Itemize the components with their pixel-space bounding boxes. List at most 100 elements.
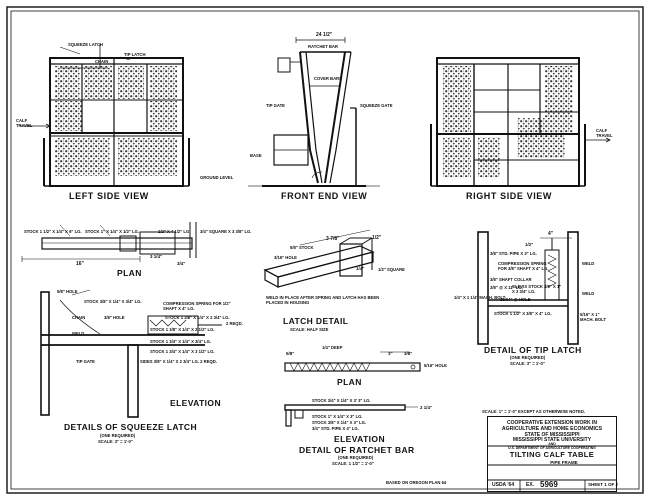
tip-dim-top: 4" (548, 231, 554, 237)
ratchet-stock-1: STOCK 3/4" X 1/4" X 3' 3" LG. (312, 398, 371, 403)
elev-weld: WELD (72, 331, 85, 336)
ground-level-label: GROUND LEVEL (200, 175, 234, 180)
ratchet-stock-3: STOCK 3/8" X 1/4" X 3" LG. (312, 420, 367, 425)
right-side-view-drawing (430, 57, 611, 187)
latch-square: 1/2" SQUARE (378, 267, 405, 272)
plan-square: 3/4" SQUARE X 3 3/8" LG. (200, 229, 252, 234)
tip-collar: 3/8" SHAFT COLLAR (490, 277, 532, 282)
title-block: COOPERATIVE EXTENSION WORK IN AGRICULTUR… (487, 416, 619, 492)
plan-stock-2: STOCK 1" X 1/4" X 1/2" LG. (85, 229, 140, 234)
elev-hole-small: 3/8" HOLE (104, 315, 125, 320)
tip-dim-2: 1/2" (525, 242, 534, 247)
tb-subtitle: PIPE FRAME (550, 460, 578, 465)
ratchet-dim-2: 3" (388, 351, 393, 356)
latch-detail-title: LATCH DETAIL (283, 316, 349, 326)
tb-number: 5969 (540, 480, 558, 489)
ratchet-elevation-drawing (284, 404, 418, 427)
calf-travel-label-left: CALF TRAVEL (16, 118, 33, 129)
left-side-view-title: LEFT SIDE VIEW (69, 191, 149, 201)
squeeze-latch-title: DETAILS OF SQUEEZE LATCH (64, 422, 198, 432)
tip-latch-label: TIP LATCH (124, 52, 146, 57)
latch-dim-1: 3 7/8" (326, 236, 340, 242)
tip-hole: 25/64" @ HOLE (500, 297, 531, 302)
squeeze-gate-label: SQUEEZE GATE (360, 103, 393, 108)
elev-stock-c: STOCK 1 3/8" X 1/4" X 2 1/2" LG. (150, 327, 215, 332)
squeeze-elevation-drawing (40, 289, 222, 418)
ratchet-plan-drawing (284, 351, 421, 372)
tb-usda: USDA '64 (492, 482, 515, 488)
plan-dim-a: 3 1/4" (150, 254, 163, 259)
elev-tip-gate: TIP GATE (76, 359, 95, 364)
front-end-view-drawing (248, 37, 380, 187)
tip-stock: STOCK 1 1/2" X 3/8" X 4" LG. (494, 311, 552, 316)
tb-line-3: STATE OF MISSISSIPPI (524, 432, 580, 438)
plan-stock-3: 1/2" X 4 1/2" LG. (158, 229, 191, 234)
tb-title: TILTING CALF TABLE (509, 450, 595, 459)
tip-gate-label-front: TIP GATE (266, 103, 285, 108)
ratchet-plan-title: PLAN (337, 377, 362, 387)
latch-stock: 5/8" STOCK (290, 245, 314, 250)
squeeze-latch-label: SQUEEZE LATCH (68, 42, 104, 47)
latch-dim-3: 1/4" (356, 266, 365, 271)
cover-bars-label: COVER BARS (314, 76, 342, 81)
elev-chain: CHAIN (72, 315, 86, 320)
ratchet-elev-dim: 2 1/4" (420, 405, 433, 410)
elev-stock-b: STOCK 1 3/8" X 1/4" X 2 3/4" LG. (165, 315, 230, 320)
tb-sheet: SHEET 1 OF 2 (588, 482, 619, 487)
squeeze-latch-sub: (ONE REQUIRED) (100, 433, 136, 438)
ratchet-bar-sub: (ONE REQUIRED) (338, 455, 374, 460)
chain-label: CHAIN (95, 59, 109, 64)
ratchet-hole: 5/16" HOLE (424, 363, 447, 368)
front-width-dimension: 24 1/2" (316, 32, 333, 38)
squeeze-latch-scale: SCALE: 3" = 1'-0" (98, 439, 133, 444)
ratchet-deep: 1/4" DEEP (322, 345, 343, 350)
right-side-view-title: RIGHT SIDE VIEW (466, 191, 553, 201)
plan-dim-16: 16" (76, 261, 84, 267)
elev-sides: SIDES 3/8" X 1/4" X 2 3/4" LG. 2 REQD. (140, 359, 217, 364)
ratchet-dim-3: 3/8" (404, 351, 413, 356)
elev-spring: COMPRESSION SPRING FOR 1/2" SHAFT X 4" L… (163, 301, 231, 311)
plan-stock-1: STOCK 1 1/2" X 1/4" X 6" LG. (24, 229, 82, 234)
ratchet-elevation-title: ELEVATION (334, 434, 385, 444)
tb-line-4: MISSISSIPPI STATE UNIVERSITY (512, 437, 592, 443)
tip-latch-title: DETAIL OF TIP LATCH (484, 345, 582, 355)
calf-travel-label-right: CALF TRAVEL (596, 128, 613, 139)
squeeze-plan-title: PLAN (117, 268, 142, 278)
tb-line-2: AGRICULTURE AND HOME ECONOMICS (501, 426, 603, 432)
front-end-view-title: FRONT END VIEW (281, 191, 368, 201)
elev-stock-a: STOCK 3/8" X 1/4" X 3/4" LG. (84, 299, 142, 304)
tb-ex: EX. (526, 482, 535, 488)
ratchet-bar-title: DETAIL OF RATCHET BAR (299, 445, 415, 455)
tip-clevis: CLEVIS STOCK 3/8" X 1" X 3 3/4" LG. (512, 284, 562, 294)
tb-line-1: COOPERATIVE EXTENSION WORK IN (507, 420, 597, 426)
left-side-view-drawing (20, 44, 190, 187)
based-on-note: BASED ON OREGON PLAN 64 (386, 480, 447, 485)
tip-weld-2: WELD (582, 291, 595, 296)
ratchet-pipe: 3/4" STD. PIPE X 4" LG. (312, 426, 359, 431)
tip-spring: COMPRESSION SPRING FOR 3/8" SHAFT X 4" L… (498, 261, 549, 271)
tip-latch-sub: (ONE REQUIRED) (510, 355, 546, 360)
latch-detail-scale: SCALE: HALF SIZE (290, 327, 329, 332)
tip-pipe: 3/8" STD. PIPE X 3" LG. (490, 251, 537, 256)
tip-latch-scale: SCALE: 3" = 1'-0" (510, 361, 545, 366)
scale-note: SCALE: 1" = 1'-0" EXCEPT AS OTHERWISE NO… (482, 409, 586, 414)
tip-bolt-2: 5/16" X 1" MACH. BOLT (580, 312, 606, 323)
ratchet-bar-label: RATCHET BAR (308, 44, 338, 49)
tb-line-5: AND (548, 442, 556, 446)
plan-dim-b: 3/4" (177, 261, 186, 266)
ratchet-dim-1: 5/8" (286, 351, 295, 356)
latch-weld-note: WELD IN PLACE AFTER SPRING AND LATCH HAS… (266, 295, 380, 306)
elev-stock-d: STOCK 1 3/4" X 1/4" X 3/4" LG. (150, 339, 212, 344)
base-label: BASE (250, 153, 262, 158)
ratchet-bar-scale: SCALE: 1 1/2" = 1'-0" (332, 461, 374, 466)
latch-dim-2: 1/2" (372, 235, 382, 241)
tip-shaft: 3/8" @ X 11" LG. (490, 285, 523, 290)
squeeze-elevation-title: ELEVATION (170, 398, 221, 408)
latch-detail-drawing (263, 229, 375, 289)
squeeze-plan-drawing (21, 222, 197, 262)
tip-latch-drawing (477, 231, 579, 345)
tb-line-6: U.S. DEPARTMENT OF AGRICULTURE COOPERATI… (508, 446, 596, 450)
elev-stock-e: STOCK 1 3/4" X 1/4" X 3 1/2" LG. (150, 349, 215, 354)
